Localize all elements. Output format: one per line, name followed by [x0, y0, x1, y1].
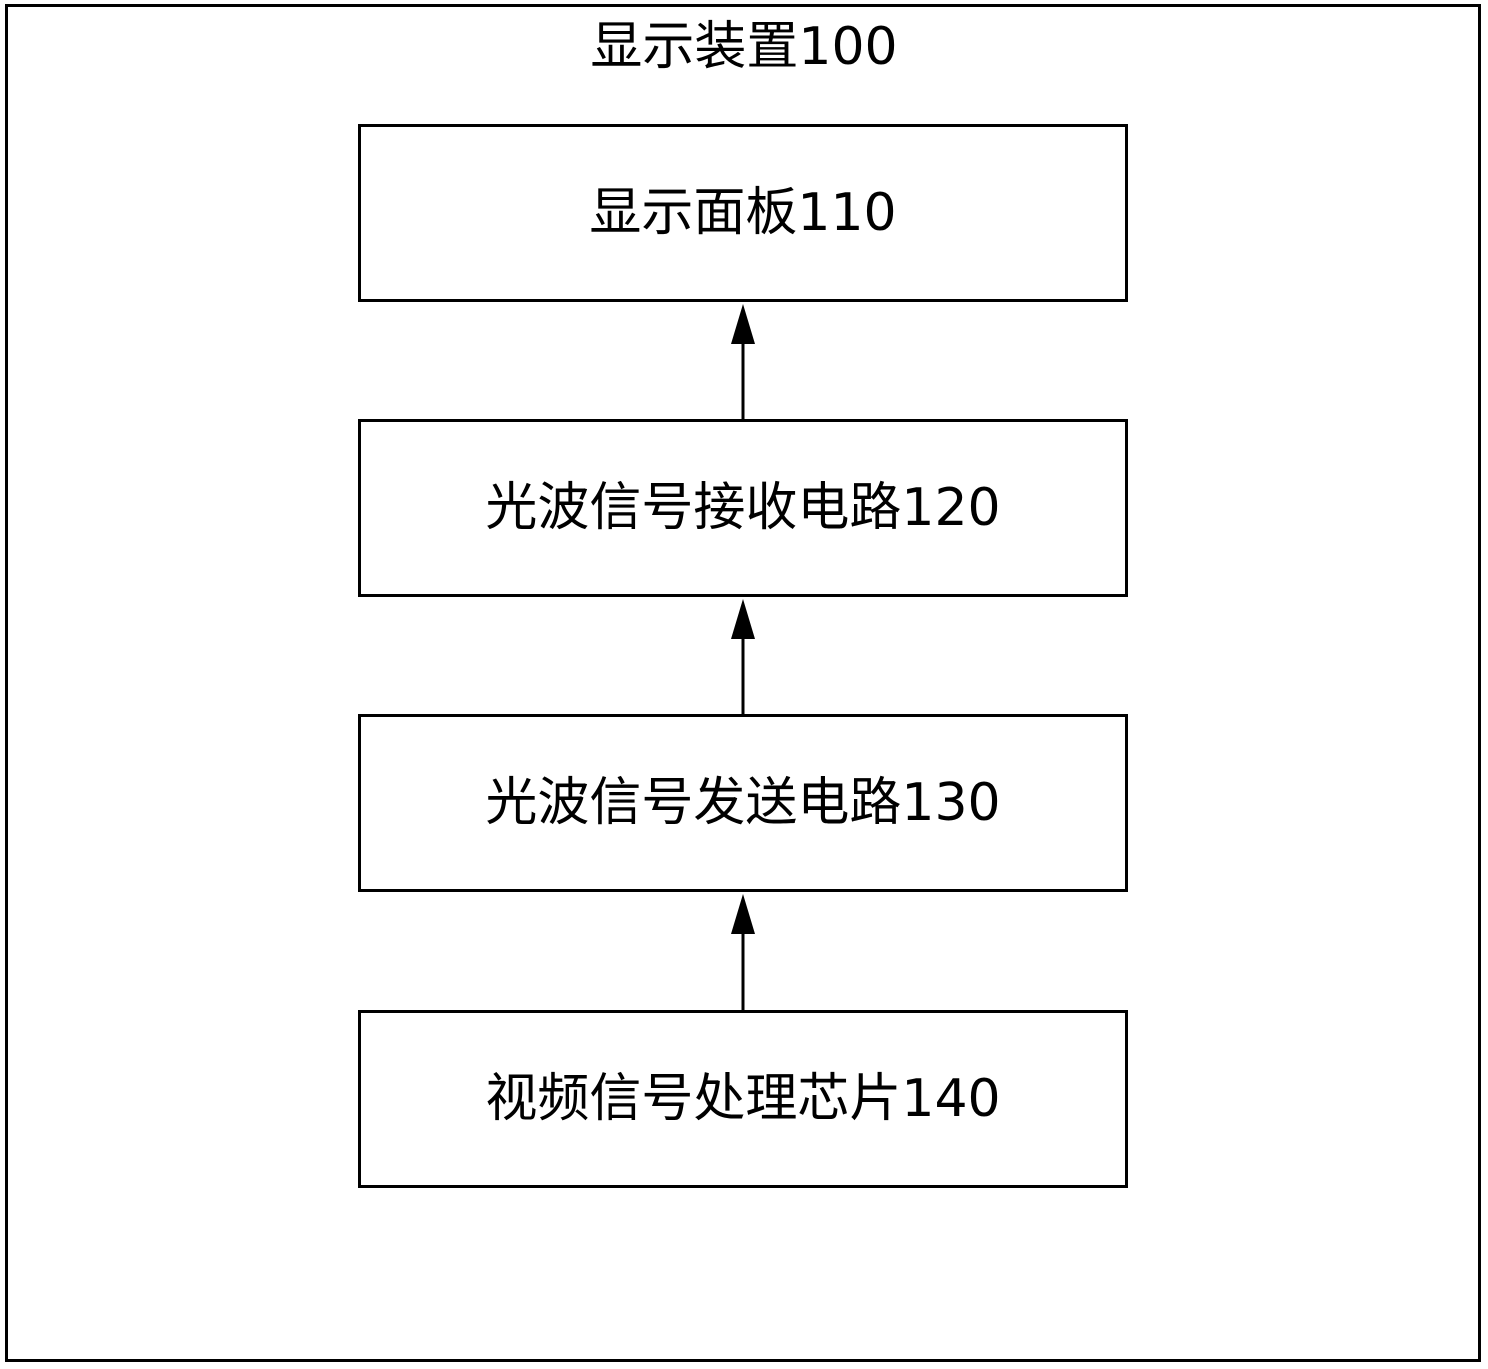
display-device-frame [5, 4, 1481, 1362]
arrow-receiver-to-panel [731, 304, 755, 419]
lightwave-receiver-circuit-label: 光波信号接收电路120 [485, 478, 1001, 538]
arrow-head [731, 304, 755, 344]
arrow-chip-to-transmitter [731, 894, 755, 1010]
display-panel-label: 显示面板110 [589, 183, 897, 243]
video-signal-processing-chip-label: 视频信号处理芯片140 [485, 1069, 1001, 1129]
lightwave-transmitter-circuit-block: 光波信号发送电路130 [358, 714, 1128, 892]
lightwave-receiver-circuit-block: 光波信号接收电路120 [358, 419, 1128, 597]
video-signal-processing-chip-block: 视频信号处理芯片140 [358, 1010, 1128, 1188]
arrow-transmitter-to-receiver [731, 599, 755, 714]
arrow-head [731, 894, 755, 934]
display-device-title: 显示装置100 [590, 17, 898, 77]
lightwave-transmitter-circuit-label: 光波信号发送电路130 [485, 773, 1001, 833]
display-panel-block: 显示面板110 [358, 124, 1128, 302]
arrow-head [731, 599, 755, 639]
